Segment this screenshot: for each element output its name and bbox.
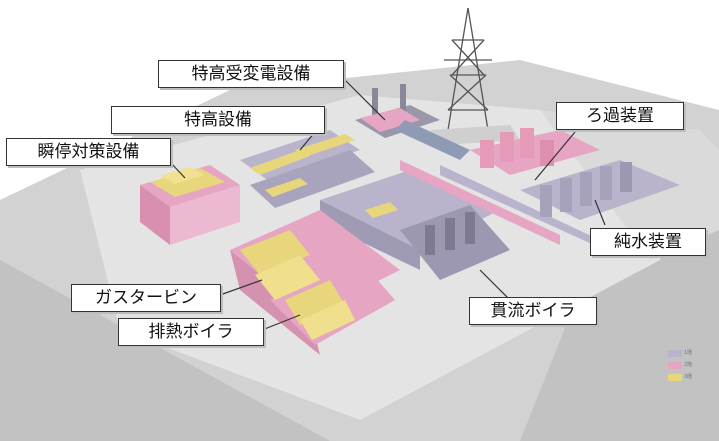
legend-row-2f: 2階 xyxy=(668,362,692,369)
road-right xyxy=(520,230,719,441)
shuntei-building xyxy=(140,165,240,245)
pipe-rack-2 xyxy=(440,165,605,250)
label-tokko-jyuhen: 特高受変電設備 xyxy=(158,60,344,88)
label-junsui: 純水装置 xyxy=(590,228,706,256)
turbine-area xyxy=(230,210,400,355)
tokko-equipment xyxy=(240,130,375,208)
label-hainetsu-boiler: 排熱ボイラ xyxy=(118,318,264,346)
label-roka: ろ過装置 xyxy=(556,102,684,130)
legend-label-3f: 3階 xyxy=(684,374,693,380)
label-tokko: 特高設備 xyxy=(111,106,325,134)
legend-swatch-2f xyxy=(668,362,682,369)
transmission-tower xyxy=(444,7,492,131)
legend-swatch-1f xyxy=(668,350,682,357)
tower-base xyxy=(430,125,520,145)
legend-label-1f: 1階 xyxy=(684,350,693,356)
legend-row-1f: 1階 xyxy=(668,350,692,357)
legend-row-3f: 3階 xyxy=(668,374,692,381)
legend-swatch-3f xyxy=(668,374,682,381)
label-gas-turbine: ガスタービン xyxy=(71,284,221,312)
substation xyxy=(355,84,470,160)
label-kanryu-boiler: 貫流ボイラ xyxy=(469,297,597,325)
legend-label-2f: 2階 xyxy=(684,362,693,368)
pipe-rack xyxy=(400,160,560,245)
kanryu-boiler-machinery xyxy=(425,212,475,255)
label-shuntei: 瞬停対策設備 xyxy=(6,138,171,166)
central-yellow-block xyxy=(365,202,398,218)
junsui-tanks xyxy=(520,160,680,220)
central-building-side xyxy=(320,200,420,270)
